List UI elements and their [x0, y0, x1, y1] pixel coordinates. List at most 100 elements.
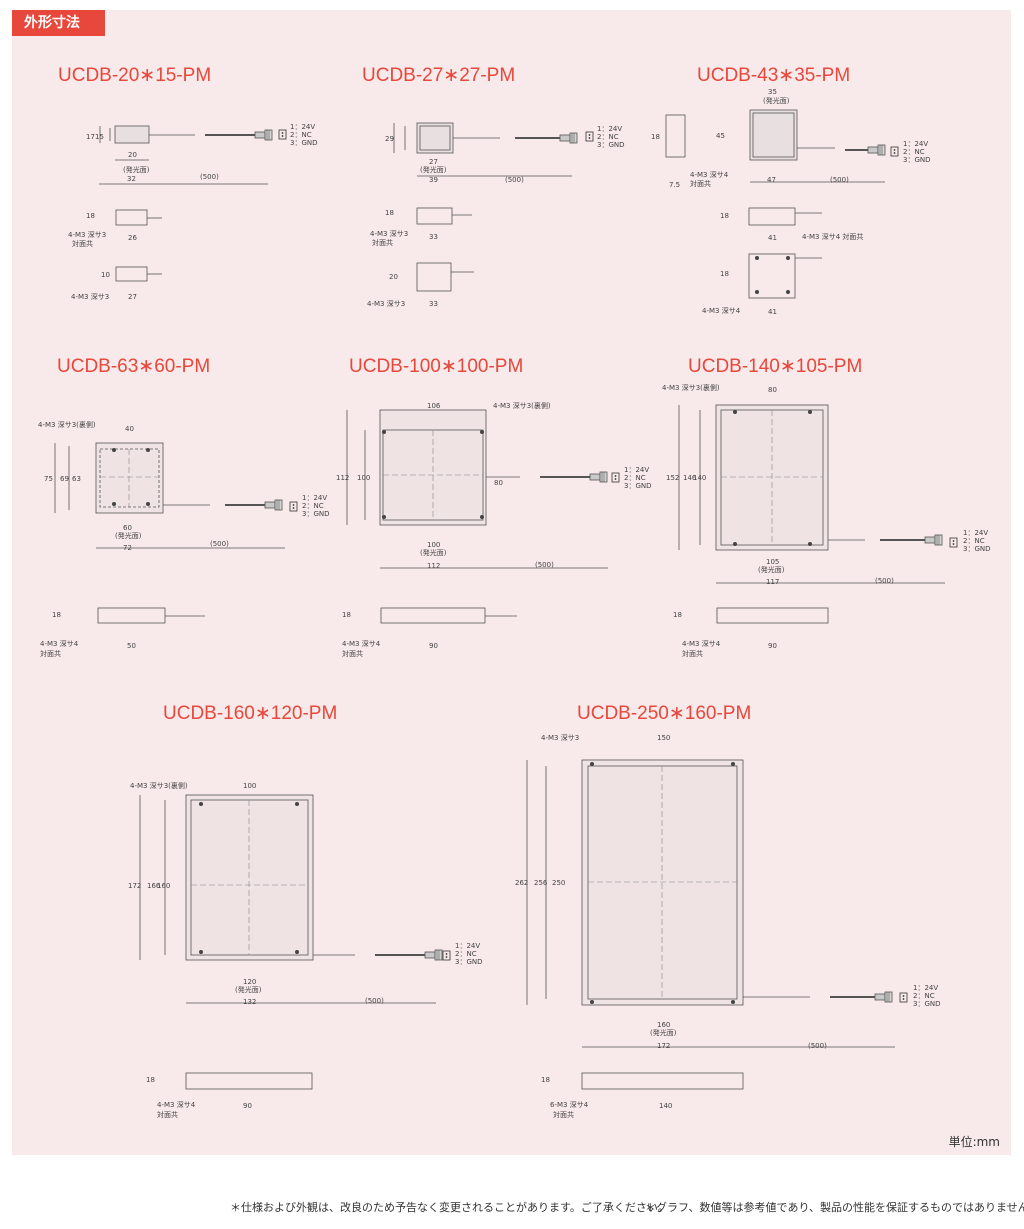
dim: 160 [157, 882, 170, 890]
dim: 18 [541, 1076, 550, 1084]
dim: 112 [336, 474, 349, 482]
dim: 18 [342, 611, 351, 619]
pin1-label: 1：24V [455, 942, 480, 950]
model-title-250x160: UCDB-250∗160-PM [577, 703, 752, 724]
dim: 75 [44, 475, 53, 483]
dim: 72 [123, 544, 132, 552]
pin3-label: 3：GND [963, 545, 991, 553]
both-label: 対面共 [690, 179, 711, 188]
both-label: 対面共 [372, 238, 393, 247]
model-title-100x100: UCDB-100∗100-PM [349, 356, 524, 377]
pin2-label: 2：NC [290, 131, 312, 139]
dim: 69 [60, 475, 69, 483]
pin2-label: 2：NC [624, 474, 646, 482]
dim: 41 [768, 234, 777, 242]
dim: 172 [657, 1042, 670, 1050]
pin1-label: 1：24V [597, 125, 622, 133]
dim: 160 [657, 1021, 670, 1029]
both-label: 対面共 [72, 239, 93, 248]
dim: 150 [657, 734, 670, 742]
hole-label: 4-M3 深サ3 [71, 292, 109, 301]
dim: 90 [243, 1102, 252, 1110]
dim: 60 [123, 524, 132, 532]
dim: 39 [429, 176, 438, 184]
footnote-values: ＊グラフ、数値等は参考値であり、製品の性能を保証するものではありません。 [645, 1201, 1024, 1214]
dim: 132 [243, 998, 256, 1006]
dim: 146 [683, 474, 697, 482]
emit-label: (発光面) [763, 96, 790, 105]
section-title: 外形寸法 [12, 10, 105, 36]
emit-label: (発光面) [235, 985, 262, 994]
pin1-label: 1：24V [290, 123, 315, 131]
dim: 50 [127, 642, 136, 650]
emit-label: (発光面) [758, 565, 785, 574]
both-label: 対面共 [342, 649, 363, 658]
cable-length: (500) [200, 173, 219, 181]
hole-label: 4-M3 深サ4 [40, 639, 79, 648]
dim: 90 [429, 642, 438, 650]
pin3-label: 3：GND [455, 958, 483, 966]
emit-label: (発光面) [650, 1028, 677, 1037]
dim: 29 [385, 135, 394, 143]
both-label: 対面共 [682, 649, 703, 658]
dim: 100 [357, 474, 370, 482]
dim: 256 [534, 879, 548, 887]
model-title-20x15: UCDB-20∗15-PM [58, 65, 212, 86]
cable-length: (500) [505, 176, 524, 184]
model-title-140x105: UCDB-140∗105-PM [688, 356, 863, 377]
hole-label: 4-M3 深サ3 [367, 299, 405, 308]
dim: 17 [86, 133, 95, 141]
hole-label: 4-M3 深サ3(裏側) [493, 401, 551, 410]
dim: 10 [101, 271, 110, 279]
dim: 90 [768, 642, 777, 650]
dim: 40 [125, 425, 134, 433]
dim: 47 [767, 176, 776, 184]
emit-label: (発光面) [420, 548, 447, 557]
hole-label: 4-M3 深サ3 [370, 229, 408, 238]
dim: 20 [128, 151, 137, 159]
hole-label: 4-M3 深サ3(裏側) [662, 383, 720, 392]
both-label: 対面共 [40, 649, 61, 658]
emit-label: (発光面) [420, 165, 447, 174]
emit-label: (発光面) [123, 165, 150, 174]
pin2-label: 2：NC [963, 537, 985, 545]
dim: 18 [146, 1076, 155, 1084]
model-title-160x120: UCDB-160∗120-PM [163, 703, 338, 724]
dim: 172 [128, 882, 141, 890]
hole-label: 6-M3 深サ4 [550, 1100, 589, 1109]
dim: 15 [95, 133, 104, 141]
dim: 27 [128, 293, 137, 301]
dim: 18 [673, 611, 682, 619]
dim: 18 [651, 133, 660, 141]
hole-label: 4-M3 深サ3(裏側) [130, 781, 188, 790]
dim: 166 [147, 882, 161, 890]
drawing-panel [12, 10, 1011, 1155]
dim: 41 [768, 308, 777, 316]
cable-length: (500) [830, 176, 849, 184]
pin1-label: 1：24V [624, 466, 649, 474]
dim: 18 [720, 212, 729, 220]
pin3-label: 3：GND [624, 482, 652, 490]
hole-label: 4-M3 深サ3 [68, 230, 106, 239]
hole-label: 4-M3 深サ4 [682, 639, 721, 648]
both-label: 対面共 [157, 1110, 178, 1119]
dim: 100 [243, 782, 256, 790]
cable-length: (500) [808, 1042, 827, 1050]
dim: 26 [128, 234, 137, 242]
dim: 250 [552, 879, 565, 887]
cable-length: (500) [535, 561, 554, 569]
pin3-label: 3：GND [913, 1000, 941, 1008]
dim: 106 [427, 402, 441, 410]
dim: 7.5 [669, 181, 680, 189]
pin3-label: 3：GND [903, 156, 931, 164]
pin3-label: 3：GND [290, 139, 318, 147]
dim: 18 [720, 270, 729, 278]
pin1-label: 1：24V [903, 140, 928, 148]
pin2-label: 2：NC [597, 133, 619, 141]
dim: 117 [766, 578, 779, 586]
hole-label: 4-M3 深サ4 [690, 170, 729, 179]
dim: 112 [427, 562, 440, 570]
dim: 80 [494, 479, 503, 487]
hole-label: 4-M3 深サ3(裏側) [38, 420, 96, 429]
